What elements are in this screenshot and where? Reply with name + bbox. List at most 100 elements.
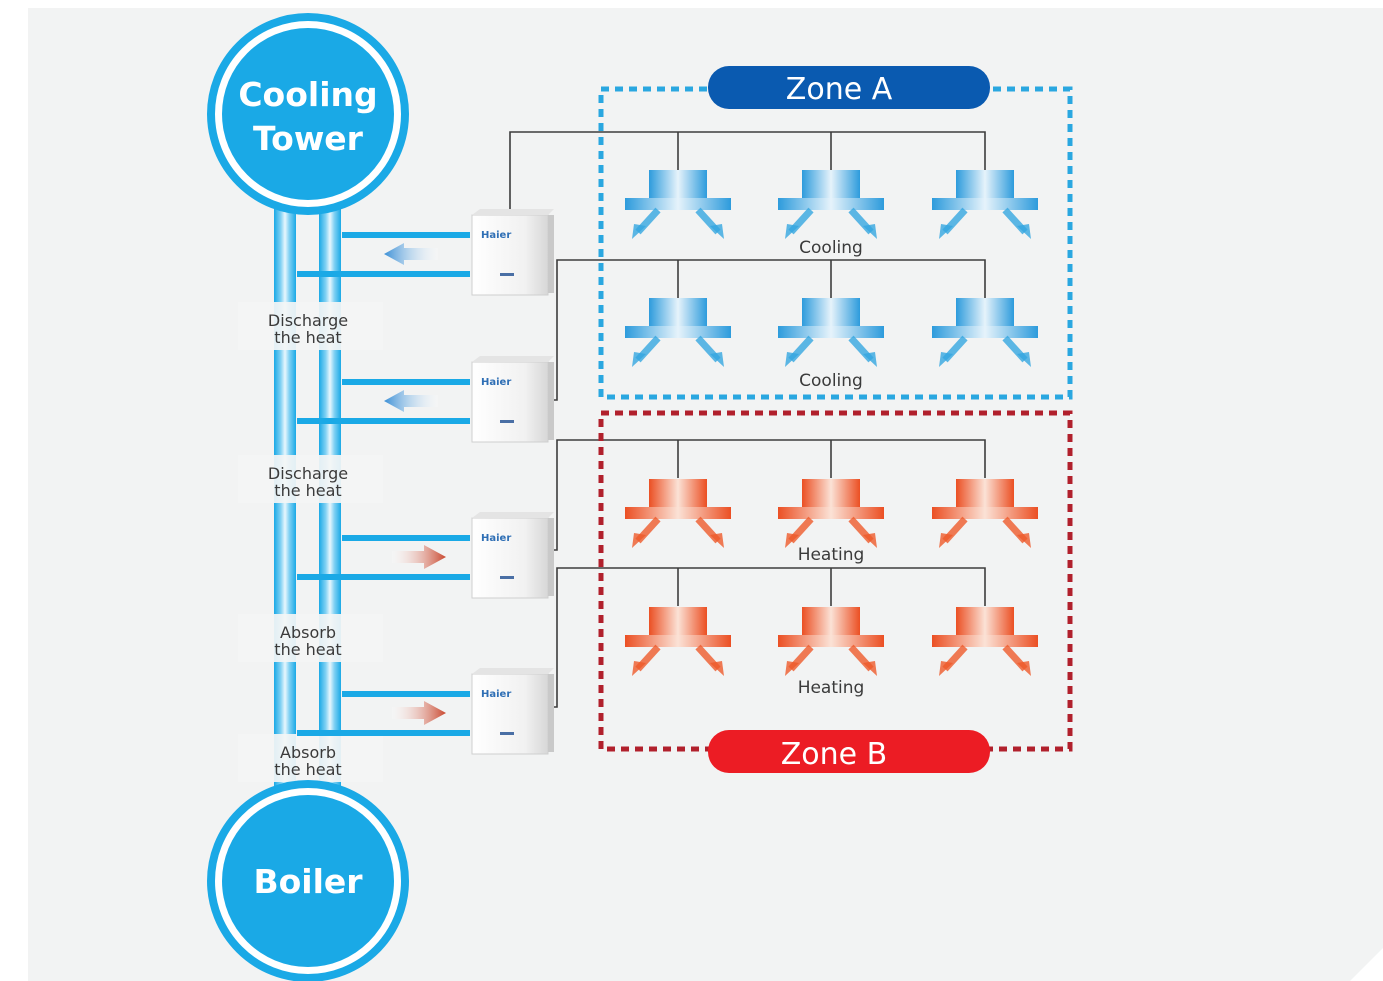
outdoor-unit-side [548,674,554,752]
unit-panel [778,635,884,647]
cooling-indoor-unit [625,298,731,367]
unit-body [956,607,1014,635]
airflow-arrowhead [1017,352,1031,367]
outdoor-unit-side [548,362,554,440]
refrigerant-line [509,131,986,232]
pipe-label-line2: the heat [274,328,341,347]
pipe-label-line2: the heat [274,760,341,779]
airflow-arrowhead [710,533,724,548]
airflow-arrowhead [632,533,646,548]
row-label-heating: Heating [798,678,865,698]
zone-a-pill [708,66,990,109]
refrigerant-lines [509,131,986,708]
branch-pipe-supply [342,232,470,238]
outdoor-unit-casing [471,673,549,755]
cooling-tower-node-fill [222,28,394,200]
heating-indoor-unit [625,479,731,548]
boiler-node-label: Boiler [253,862,363,901]
brand-logo: Haier [481,377,511,388]
airflow-arrowhead [1017,533,1031,548]
airflow-arrowhead [785,224,799,239]
branch-pipe-return [297,730,470,736]
pipe-label-line1: Absorb [280,623,336,642]
airflow-arrowhead [785,352,799,367]
flow-arrow-left [384,390,438,412]
airflow-arrowhead [863,533,877,548]
row-label-cooling: Cooling [799,371,863,391]
outdoor-unit-casing [471,517,549,599]
branch-pipe-return [297,574,470,580]
cooling-tower-node-label-line2: Tower [253,119,364,158]
unit-panel [625,326,731,338]
unit-body [802,607,860,635]
branch-pipe-return [297,418,470,424]
heating-indoor-unit [778,607,884,676]
outdoor-unit-top [472,512,554,518]
unit-badge [500,576,514,579]
outdoor-unit-side [548,215,554,293]
airflow-arrowhead [632,661,646,676]
airflow-arrowhead [710,661,724,676]
unit-panel [932,635,1038,647]
refrigerant-line [549,259,986,401]
airflow-arrowhead [863,224,877,239]
branch-pipe-supply [342,535,470,541]
flow-arrow-right [392,545,446,569]
pipe-label-box [238,734,383,782]
cooling-indoor-unit [625,170,731,239]
brand-logo: Haier [481,533,511,544]
outdoor-unit: Haier [471,668,554,755]
cooling-tower-node-ring [207,13,409,215]
airflow-arrowhead [939,661,953,676]
unit-badge [500,420,514,423]
unit-panel [625,198,731,210]
boiler-node-ring [207,780,409,981]
unit-panel [932,326,1038,338]
outdoor-unit-casing [471,214,549,296]
unit-panel [778,326,884,338]
flow-arrow-left [384,243,438,265]
unit-panel [932,198,1038,210]
cooling-indoor-unit [932,298,1038,367]
pipe-label-box [238,302,383,350]
pipe-label-line1: Absorb [280,743,336,762]
airflow-arrowhead [710,224,724,239]
row-label-cooling: Cooling [799,238,863,258]
pipe-label-line1: Discharge [268,464,348,483]
airflow-arrowhead [863,352,877,367]
unit-body [802,170,860,198]
boiler-node-fill [222,795,394,967]
refrigerant-line [549,439,986,551]
heating-indoor-unit [625,607,731,676]
unit-body [802,298,860,326]
outdoor-unit-casing [471,361,549,443]
branch-pipe-return [297,271,470,277]
unit-panel [625,635,731,647]
branch-pipe-supply [342,691,470,697]
brand-logo: Haier [481,230,511,241]
unit-body [956,170,1014,198]
unit-body [802,479,860,507]
unit-panel [625,507,731,519]
airflow-arrowhead [785,661,799,676]
airflow-arrowhead [1017,224,1031,239]
unit-body [649,298,707,326]
unit-badge [500,273,514,276]
unit-body [649,170,707,198]
outdoor-unit-top [472,668,554,674]
zone-b-label: Zone B [781,737,888,772]
boiler-node: Boiler [207,780,409,981]
pipe-label-line2: the heat [274,481,341,500]
cooling-indoor-unit [932,170,1038,239]
row-label-heating: Heating [798,545,865,565]
outdoor-unit-top [472,209,554,215]
outdoor-unit: Haier [471,512,554,599]
airflow-arrowhead [710,352,724,367]
zone-a-border [598,86,1073,400]
unit-body [649,607,707,635]
heating-indoor-unit [932,479,1038,548]
